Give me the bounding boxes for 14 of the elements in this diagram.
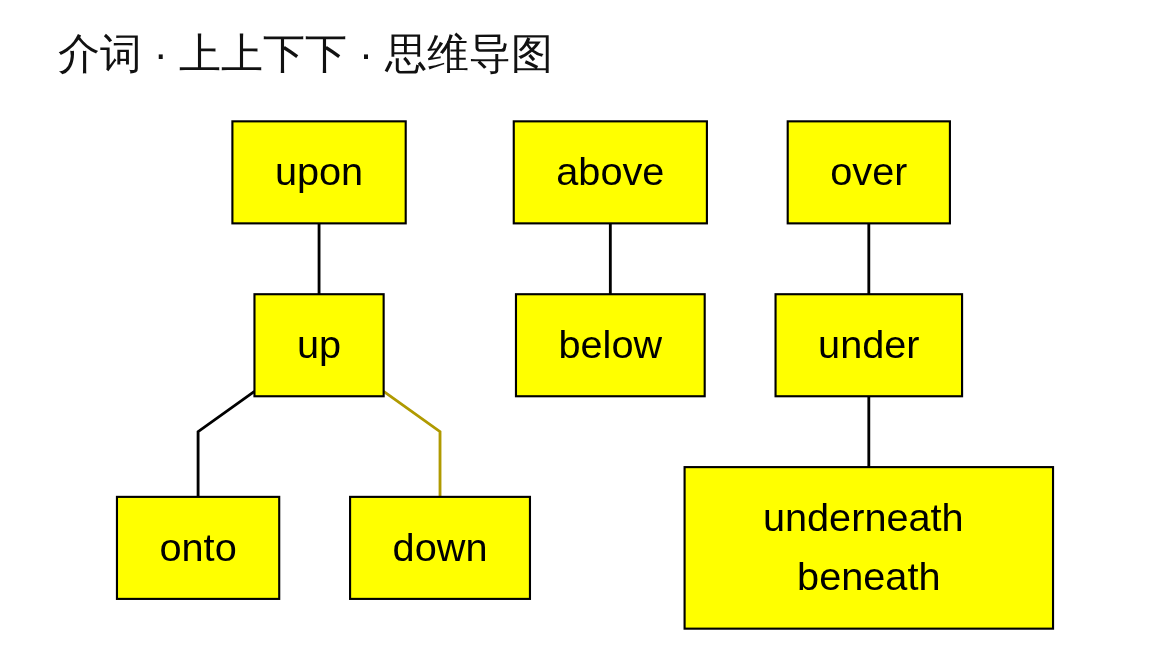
node-box: up (253, 293, 385, 398)
title: 介词 · 上上下下 · 思维导图 (58, 29, 553, 79)
node-box: below (514, 293, 706, 398)
node-box: over (786, 120, 951, 225)
connector (317, 223, 321, 295)
connector (867, 223, 871, 295)
connector (608, 223, 612, 295)
node-box: underneath beneath (683, 466, 1055, 630)
connector (867, 396, 871, 468)
node-box: under (774, 293, 964, 398)
node-box: upon (231, 120, 407, 225)
node-box: above (512, 120, 708, 225)
node-box: down (349, 495, 532, 600)
node-box: onto (115, 495, 281, 600)
